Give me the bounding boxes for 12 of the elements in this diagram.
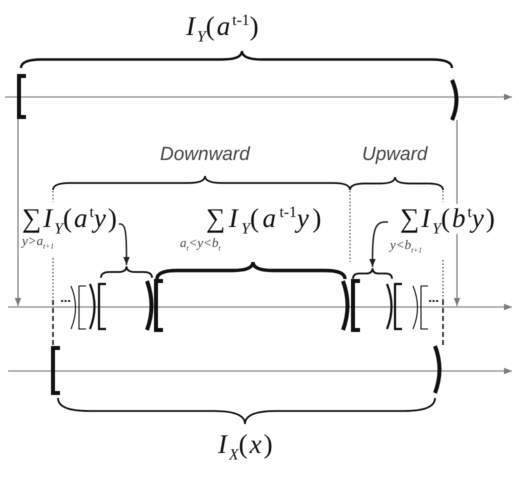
curly-brace [100,265,153,279]
direction-label: Downward [160,145,250,166]
sum-formula: ∑I$_{Y}$(a$^{t}$y) [22,204,119,234]
formula-label: I$_{Y}$(a$^{t-1}$) [186,12,261,42]
formula-label: I$_{X}$(x) [218,430,275,460]
summation-index: y>a$_{t+1}$ [22,234,55,248]
leader-arrow [118,223,130,265]
summation-index: y<b$_{t+1}$ [388,238,424,252]
curly-brace [352,267,393,280]
sum-formula: ∑I$_{Y}$(a$^{t-1}$y) [206,204,325,234]
summation-index: a$_{t}$<y<b$_{t}$ [180,236,221,250]
direction-label: Upward [362,145,428,166]
